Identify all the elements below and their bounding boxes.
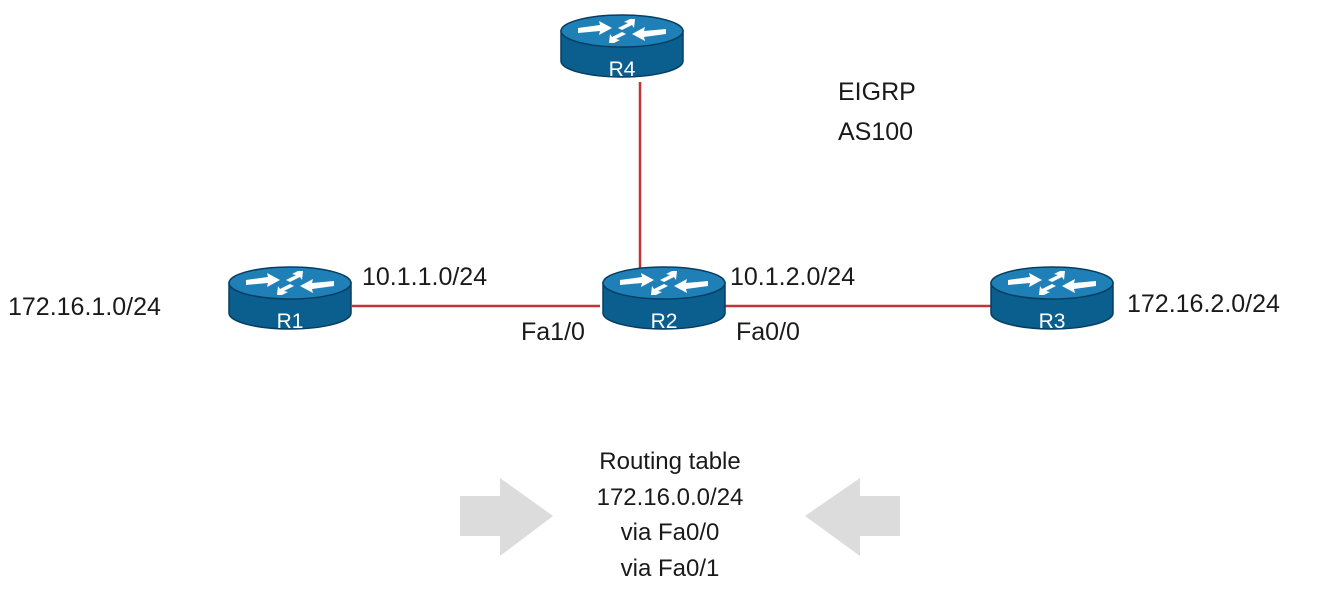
r2-interface-fa1-0: Fa1/0 bbox=[521, 318, 585, 346]
router-r3-label: R3 bbox=[1039, 310, 1066, 333]
routing-table-path-1: via Fa0/0 bbox=[620, 519, 720, 546]
routing-protocol-label: EIGRP AS100 bbox=[838, 72, 916, 152]
routing-table-prefix: 172.16.0.0/24 bbox=[596, 483, 744, 511]
r2-r3-network: 10.1.2.0/24 bbox=[730, 263, 856, 291]
r1-r2-network: 10.1.1.0/24 bbox=[362, 263, 488, 291]
router-r3: R3 bbox=[990, 266, 1114, 333]
autonomous-system: AS100 bbox=[838, 118, 914, 146]
r1-lan-network: 172.16.1.0/24 bbox=[8, 293, 161, 321]
routing-table-title: Routing table bbox=[599, 448, 741, 475]
r2-interface-fa0-0: Fa0/0 bbox=[736, 318, 800, 346]
left-pointing-arrow-icon bbox=[805, 478, 900, 556]
protocol-name: EIGRP bbox=[838, 78, 916, 106]
router-r4: R4 bbox=[560, 14, 684, 81]
router-r2-label: R2 bbox=[651, 310, 678, 333]
routing-table: Routing table 172.16.0.0/24 via Fa0/0 vi… bbox=[560, 444, 780, 586]
routing-table-path-2: via Fa0/1 bbox=[620, 554, 720, 582]
router-r1-label: R1 bbox=[277, 310, 304, 333]
router-r2: R2 bbox=[602, 266, 726, 333]
router-r4-label: R4 bbox=[609, 58, 636, 81]
right-pointing-arrow-icon bbox=[460, 478, 553, 556]
router-r1: R1 bbox=[228, 266, 352, 333]
r3-lan-network: 172.16.2.0/24 bbox=[1127, 290, 1280, 318]
